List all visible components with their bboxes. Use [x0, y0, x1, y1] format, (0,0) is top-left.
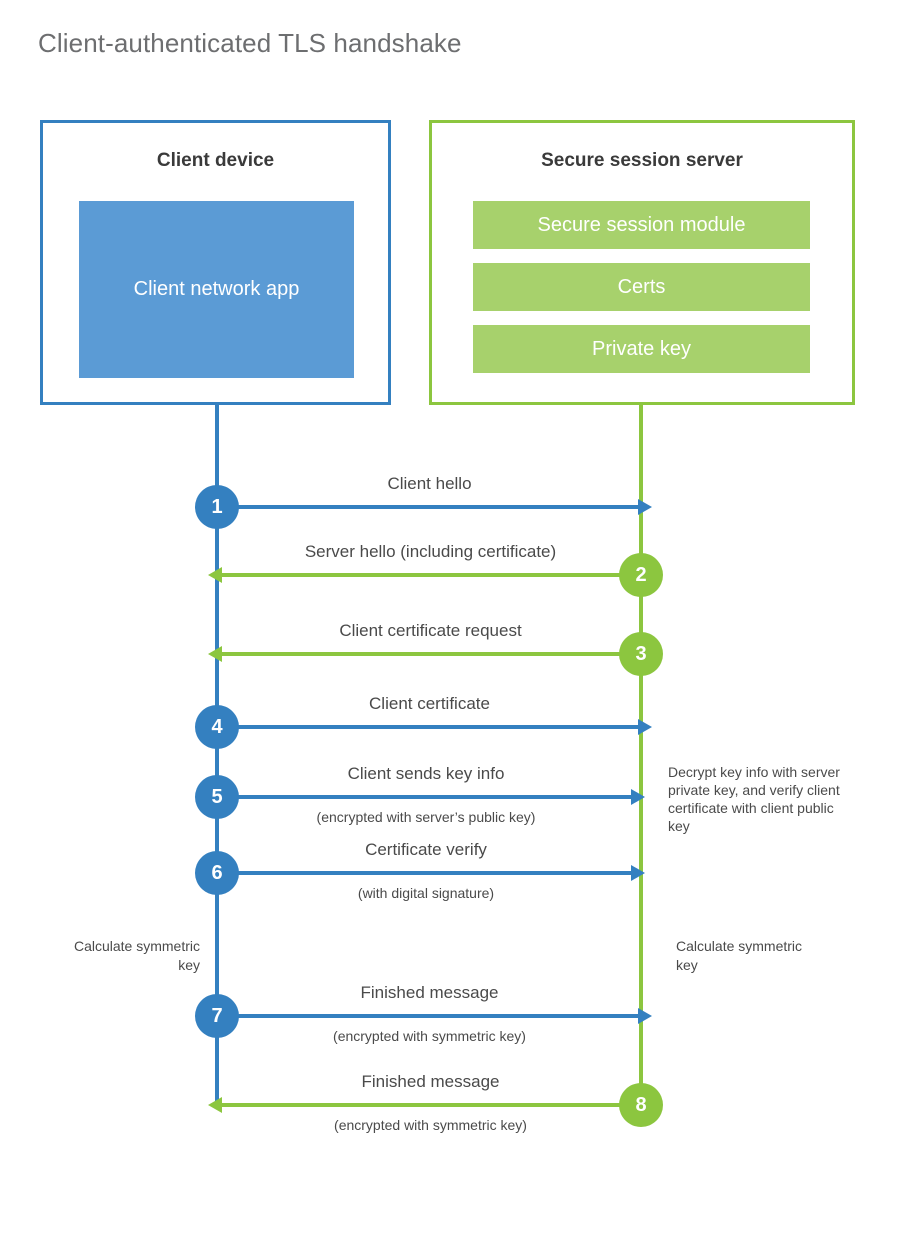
arrowhead-left-icon	[208, 646, 222, 662]
message-6-sublabel: (with digital signature)	[357, 885, 495, 901]
server-lifeline	[639, 404, 643, 1106]
message-3-line	[208, 646, 639, 662]
client-lifeline	[215, 404, 219, 1108]
message-7-label: Finished message	[360, 983, 499, 1002]
server-calculate-symmetric-key-annotation: Calculate symmetric key	[676, 938, 803, 973]
message-5-sublabel: (encrypted with server’s public key)	[316, 809, 536, 825]
message-1-line	[221, 499, 652, 515]
server-decrypt-annotation: Decrypt key info with server private key…	[668, 764, 840, 834]
step-badge-5[interactable]: 5	[195, 775, 239, 819]
message-8-label: Finished message	[361, 1072, 500, 1091]
step-badge-1[interactable]: 1	[195, 485, 239, 529]
arrowhead-left-icon	[208, 567, 222, 583]
message-1-label: Client hello	[387, 474, 472, 493]
message-8-line	[208, 1097, 639, 1113]
arrowhead-right-icon	[631, 865, 645, 881]
message-8-sublabel: (encrypted with symmetric key)	[334, 1117, 527, 1133]
message-5-label: Client sends key info	[347, 764, 505, 783]
arrowhead-right-icon	[631, 789, 645, 805]
server-component-secure-session-module: Secure session module	[473, 201, 810, 249]
client-calculate-symmetric-key-annotation: Calculate symmetric key	[73, 938, 200, 973]
secure-session-server-title: Secure session server	[541, 150, 743, 171]
client-device-title: Client device	[156, 150, 275, 171]
client-network-app-block: Client network app	[79, 201, 354, 378]
secure-session-server-box: Secure session server Secure session mod…	[429, 120, 855, 405]
message-2-line	[208, 567, 639, 583]
server-component-private-key: Private key	[473, 325, 810, 373]
arrowhead-left-icon	[208, 1097, 222, 1113]
message-6-label: Certificate verify	[365, 840, 487, 859]
step-badge-4[interactable]: 4	[195, 705, 239, 749]
step-badge-3[interactable]: 3	[619, 632, 663, 676]
client-device-box: Client device Client network app	[40, 120, 391, 405]
step-badge-8[interactable]: 8	[619, 1083, 663, 1127]
message-7-line	[221, 1008, 652, 1024]
message-3-label: Client certificate request	[339, 621, 522, 640]
message-6-line	[221, 865, 645, 881]
arrowhead-right-icon	[638, 719, 652, 735]
message-4-label: Client certificate	[369, 694, 490, 713]
page-title: Client-authenticated TLS handshake	[38, 28, 462, 58]
step-badge-2[interactable]: 2	[619, 553, 663, 597]
message-5-line	[221, 789, 645, 805]
arrowhead-right-icon	[638, 499, 652, 515]
server-component-certs: Certs	[473, 263, 810, 311]
arrowhead-right-icon	[638, 1008, 652, 1024]
message-7-sublabel: (encrypted with symmetric key)	[333, 1028, 526, 1044]
step-badge-6[interactable]: 6	[195, 851, 239, 895]
message-4-line	[221, 719, 652, 735]
step-badge-7[interactable]: 7	[195, 994, 239, 1038]
message-2-label: Server hello (including certificate)	[304, 542, 557, 561]
